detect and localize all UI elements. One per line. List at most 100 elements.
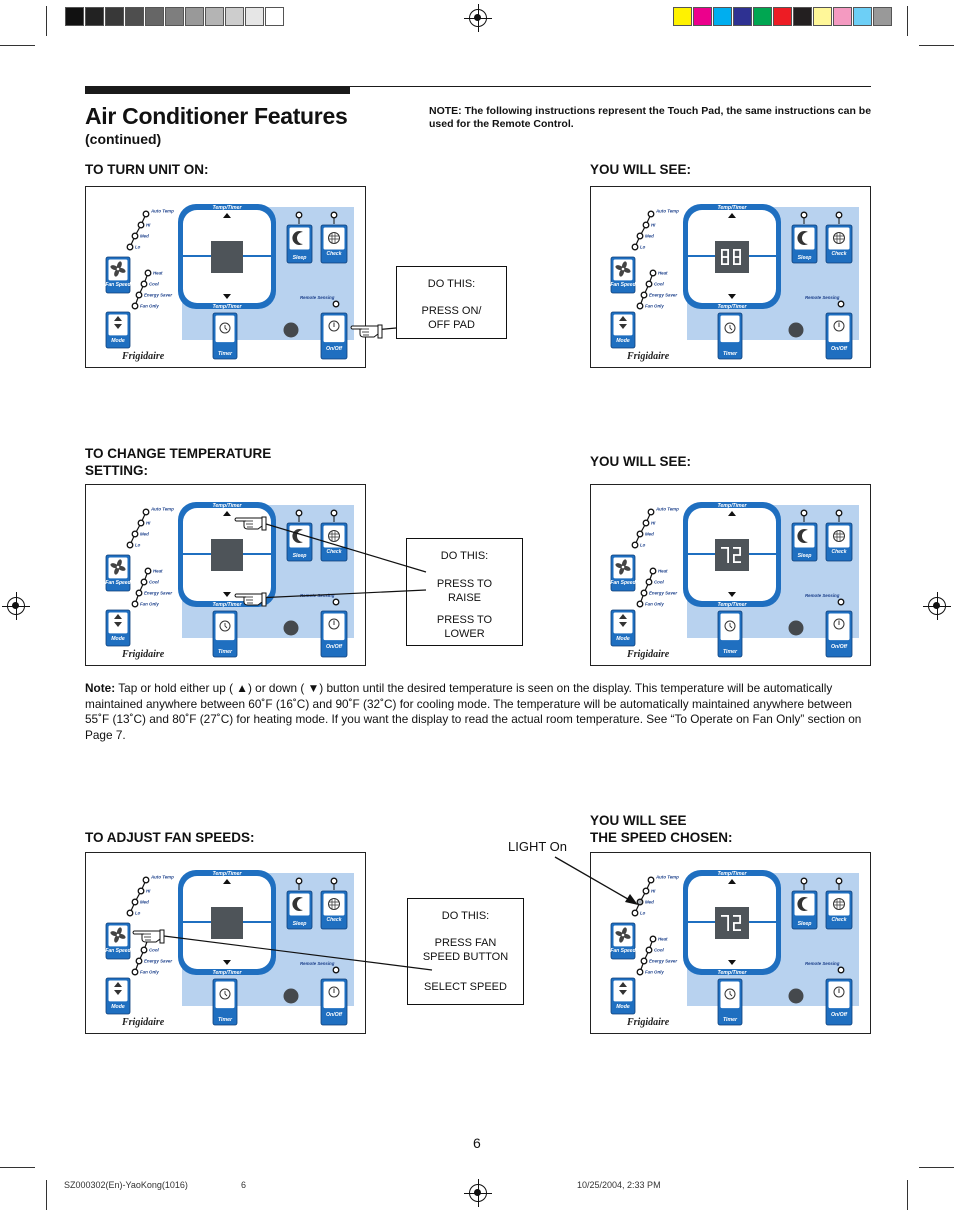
fan-speed-button[interactable]: Fan Speed — [105, 554, 132, 592]
indicator-light — [647, 210, 655, 218]
ir-sensor — [788, 620, 804, 636]
indicator-label-med: Med — [140, 532, 149, 537]
timer-button[interactable]: Timer — [717, 978, 743, 1026]
indicator-label-hi: Hi — [146, 223, 151, 228]
indicator-light — [835, 877, 843, 885]
check-filter-button[interactable]: Check — [320, 224, 348, 264]
filter-icon — [833, 530, 845, 542]
filter-icon — [328, 530, 340, 542]
up-arrow-icon[interactable] — [728, 213, 736, 218]
down-arrow-icon[interactable] — [223, 294, 231, 299]
check-filter-button[interactable]: Check — [825, 224, 853, 264]
ir-sensor — [283, 322, 299, 338]
sleep-button[interactable]: Sleep — [791, 522, 818, 562]
indicator-label-fan-only: Fan Only — [645, 970, 664, 975]
sleep-button[interactable]: Sleep — [286, 522, 313, 562]
indicator-light — [140, 946, 148, 954]
sleep-button[interactable]: Sleep — [286, 224, 313, 264]
up-arrow-icon[interactable] — [728, 511, 736, 516]
on-off-button[interactable]: On/Off — [825, 978, 853, 1026]
display-segment — [739, 547, 741, 555]
you-will-see-heading: YOU WILL SEE — [590, 813, 687, 828]
brand-logo: Frigidaire — [121, 649, 165, 660]
indicator-light — [642, 221, 650, 229]
mode-down-icon — [114, 990, 122, 995]
fan-speed-button[interactable]: Fan Speed — [105, 922, 132, 960]
on-off-button[interactable]: On/Off — [320, 312, 348, 360]
timer-button[interactable]: Timer — [717, 610, 743, 658]
display-segment — [733, 923, 735, 931]
note-text: Tap or hold either up ( ▲) or down ( ▼) … — [85, 681, 862, 742]
indicator-label-auto-temp: Auto Temp — [655, 507, 679, 512]
sleep-button[interactable]: Sleep — [791, 890, 818, 930]
mode-button[interactable]: Mode — [105, 311, 131, 349]
up-arrow-icon[interactable] — [223, 511, 231, 516]
mode-button[interactable]: Mode — [610, 609, 636, 647]
timer-button[interactable]: Timer — [212, 978, 238, 1026]
check-filter-label: Check — [831, 917, 846, 923]
mode-button[interactable]: Mode — [610, 977, 636, 1015]
up-arrow-icon[interactable] — [223, 879, 231, 884]
instruction-text-press-fan: PRESS FAN SPEED BUTTON — [422, 937, 509, 963]
indicator-light — [636, 302, 644, 310]
timer-button[interactable]: Timer — [717, 312, 743, 360]
temp-timer-label-bottom: Temp/Timer — [717, 602, 747, 608]
fan-speed-button[interactable]: Fan Speed — [610, 256, 637, 294]
timer-label: Timer — [218, 351, 233, 357]
brand-logo: Frigidaire — [626, 351, 670, 362]
indicator-label-auto-temp: Auto Temp — [655, 209, 679, 214]
down-arrow-icon[interactable] — [728, 294, 736, 299]
down-arrow-icon[interactable] — [223, 592, 231, 597]
up-arrow-icon[interactable] — [728, 879, 736, 884]
timer-button[interactable]: Timer — [212, 610, 238, 658]
check-filter-button[interactable]: Check — [825, 890, 853, 930]
on-off-button[interactable]: On/Off — [320, 610, 348, 658]
indicator-light — [135, 589, 143, 597]
indicator-light — [131, 232, 139, 240]
display-screen — [211, 907, 243, 939]
sleep-button[interactable]: Sleep — [286, 890, 313, 930]
indicator-label-med: Med — [140, 900, 149, 905]
mode-up-icon — [114, 614, 122, 619]
fan-speed-label: Fan Speed — [105, 580, 131, 586]
filter-icon — [833, 898, 845, 910]
fan-speed-button[interactable]: Fan Speed — [610, 922, 637, 960]
fan-speed-button[interactable]: Fan Speed — [105, 256, 132, 294]
on-off-button[interactable]: On/Off — [825, 312, 853, 360]
page-title: Air Conditioner Features — [85, 103, 348, 129]
display-screen — [715, 907, 749, 939]
check-filter-button[interactable]: Check — [825, 522, 853, 562]
mode-button[interactable]: Mode — [105, 609, 131, 647]
fan-icon — [110, 261, 126, 277]
fan-icon — [110, 927, 126, 943]
check-filter-button[interactable]: Check — [320, 522, 348, 562]
on-off-button[interactable]: On/Off — [825, 610, 853, 658]
on-off-label: On/Off — [831, 1012, 848, 1018]
on-off-button[interactable]: On/Off — [320, 978, 348, 1026]
display-segment — [727, 547, 729, 555]
mode-button[interactable]: Mode — [610, 311, 636, 349]
up-arrow-icon[interactable] — [223, 213, 231, 218]
check-filter-label: Check — [831, 251, 846, 257]
display-segment — [727, 915, 729, 923]
mode-button[interactable]: Mode — [105, 977, 131, 1015]
fan-speed-label: Fan Speed — [610, 282, 636, 288]
timer-button[interactable]: Timer — [212, 312, 238, 360]
filter-icon — [328, 232, 340, 244]
brand-logo: Frigidaire — [121, 351, 165, 362]
header-note: NOTE: The following instructions represe… — [429, 105, 872, 130]
down-arrow-icon[interactable] — [728, 592, 736, 597]
fan-speed-button[interactable]: Fan Speed — [610, 554, 637, 592]
section-heading-turn-on: TO TURN UNIT ON: — [85, 162, 209, 177]
indicator-light — [126, 909, 134, 917]
filter-icon — [328, 898, 340, 910]
display-segment — [733, 915, 741, 917]
sleep-button[interactable]: Sleep — [791, 224, 818, 264]
down-arrow-icon[interactable] — [728, 960, 736, 965]
check-filter-button[interactable]: Check — [320, 890, 348, 930]
indicator-light — [837, 598, 845, 606]
ir-sensor — [283, 988, 299, 1004]
indicator-light — [131, 600, 139, 608]
